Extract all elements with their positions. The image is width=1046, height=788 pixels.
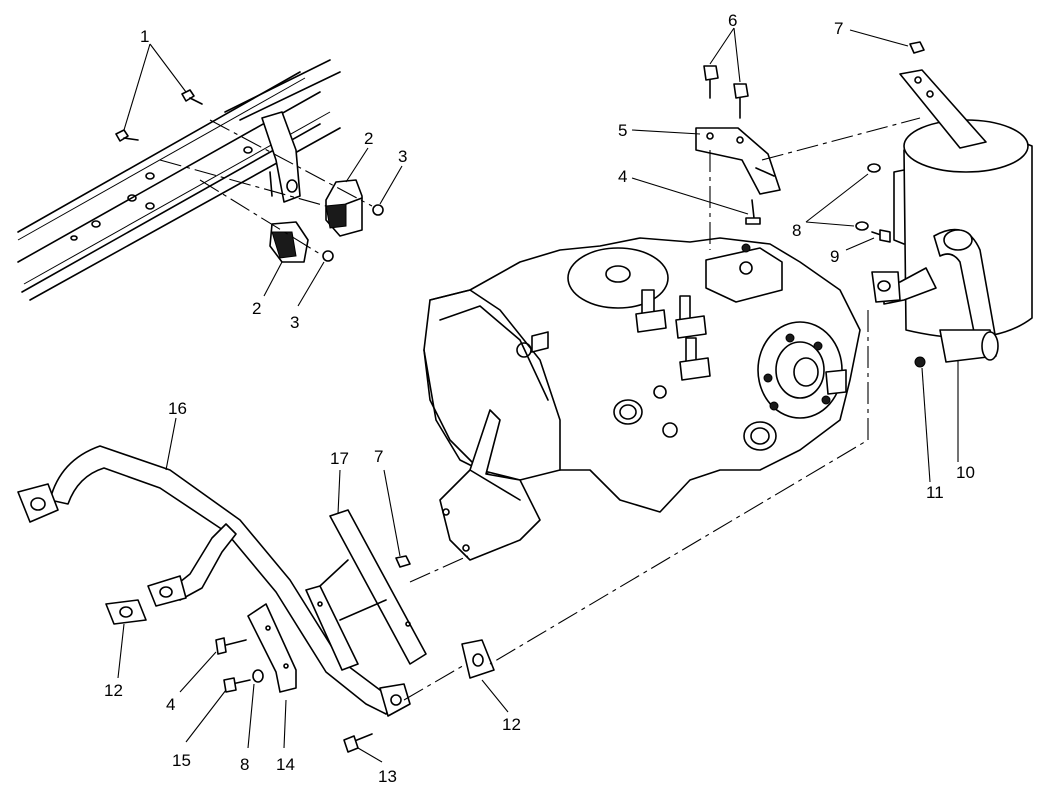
- nut-3b: [322, 250, 334, 262]
- frame-rail: [17, 59, 341, 301]
- callout-12: 12: [502, 715, 521, 734]
- bolt-4-top: [745, 199, 761, 225]
- bolt-6a: [703, 65, 719, 99]
- callout-13: 13: [378, 767, 397, 786]
- callout-8: 8: [792, 221, 801, 240]
- washer-8b: [855, 221, 869, 231]
- bolt-9: [871, 229, 891, 243]
- gasket-12-right: [461, 639, 495, 679]
- leader-lines: [117, 27, 959, 763]
- callout-7: 7: [834, 19, 843, 38]
- callout-7: 7: [374, 447, 383, 466]
- bolt-1b: [181, 89, 203, 105]
- upper-bracket: [695, 127, 781, 195]
- transaxle: [423, 237, 861, 513]
- washer-8a: [867, 163, 881, 173]
- nut-7-shield: [395, 555, 411, 568]
- washer-8-lower: [252, 669, 264, 683]
- pipe-bracket: [247, 603, 297, 693]
- rubber-mount-lower: [269, 221, 309, 263]
- callout-6: 6: [728, 11, 737, 30]
- callout-15: 15: [172, 751, 191, 770]
- bolt-13: [343, 733, 373, 753]
- callout-2: 2: [364, 129, 373, 148]
- callout-14: 14: [276, 755, 295, 774]
- callout-5: 5: [618, 121, 627, 140]
- callout-2: 2: [252, 299, 261, 318]
- callout-10: 10: [956, 463, 975, 482]
- callout-3: 3: [290, 313, 299, 332]
- heat-shield: [305, 509, 427, 671]
- bolt-15: [223, 677, 251, 693]
- bolt-1a: [115, 129, 139, 142]
- callout-1: 1: [140, 27, 149, 46]
- gasket-12-left: [105, 599, 147, 625]
- muffler: [871, 119, 1033, 363]
- bolt-6b: [733, 83, 749, 119]
- rubber-mount-upper: [325, 179, 363, 237]
- mount-bracket: [439, 409, 541, 561]
- exhaust-pipe: [17, 445, 411, 717]
- callout-4: 4: [166, 695, 175, 714]
- callout-4: 4: [618, 167, 627, 186]
- screw-4-lower: [215, 637, 247, 655]
- callout-11: 11: [926, 483, 944, 502]
- callout-9: 9: [830, 247, 839, 266]
- muffler-strap: [899, 69, 987, 149]
- nut-11: [914, 356, 926, 368]
- callout-8: 8: [240, 755, 249, 774]
- nut-3a: [372, 204, 384, 216]
- nut-7-top: [909, 41, 925, 54]
- callout-12: 12: [104, 681, 123, 700]
- callout-16: 16: [168, 399, 187, 418]
- callout-3: 3: [398, 147, 407, 166]
- callout-17: 17: [330, 449, 349, 468]
